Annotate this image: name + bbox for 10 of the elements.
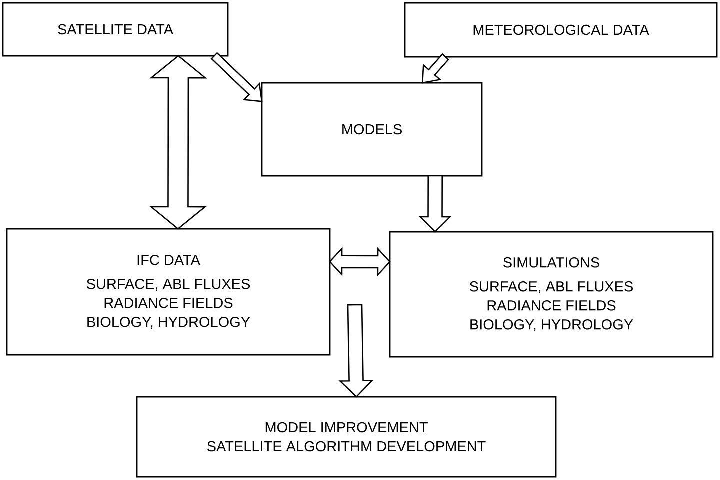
process-box: METEOROLOGICAL DATA bbox=[404, 2, 718, 58]
hollow-arrow bbox=[338, 304, 374, 398]
hollow-arrow bbox=[418, 175, 452, 233]
process-box: MODELS bbox=[261, 82, 483, 177]
process-box: MODEL IMPROVEMENT SATELLITE ALGORITHM DEVELOPMENT bbox=[136, 396, 557, 478]
hollow-arrow bbox=[149, 55, 208, 230]
process-box: IFC DATA SURFACE, ABL FLUXES RADIANCE FIELDS BIOLOGY, HYDROLOGY bbox=[6, 228, 331, 356]
process-box: SIMULATIONS SURFACE, ABL FLUXES RADIANCE FIELDS BIOLOGY, HYDROLOGY bbox=[389, 231, 714, 358]
process-box: SATELLITE DATA bbox=[2, 2, 229, 57]
hollow-arrow bbox=[329, 247, 391, 277]
